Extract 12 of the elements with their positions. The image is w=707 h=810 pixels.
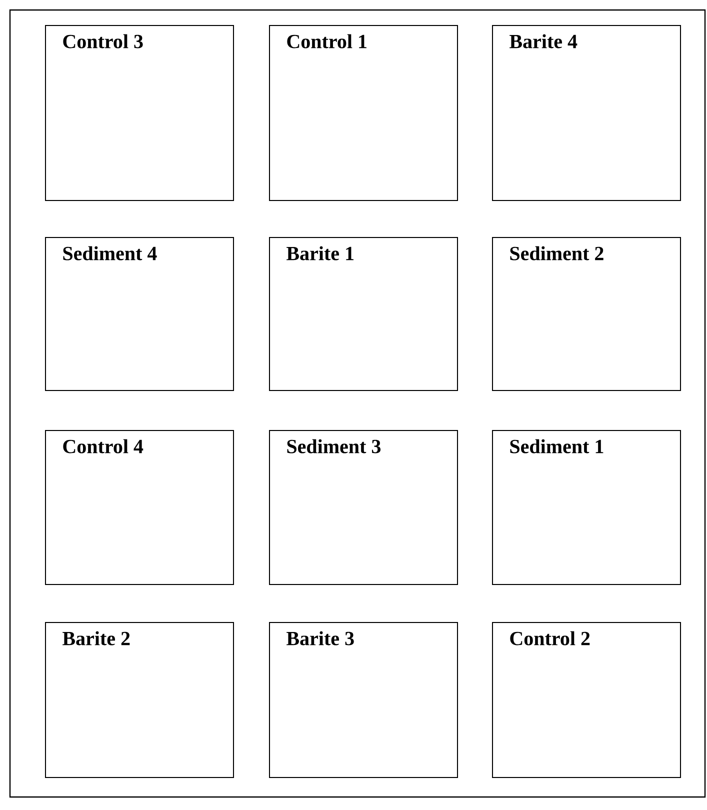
sample-box: Sediment 3: [269, 430, 458, 585]
sample-box: Barite 1: [269, 237, 458, 391]
sample-box: Sediment 4: [45, 237, 234, 391]
sample-box: Control 4: [45, 430, 234, 585]
sample-box: Barite 3: [269, 622, 458, 778]
sample-box: Sediment 1: [492, 430, 681, 585]
sample-box: Barite 2: [45, 622, 234, 778]
sample-box: Control 1: [269, 25, 458, 201]
sample-box: Control 3: [45, 25, 234, 201]
sample-box: Sediment 2: [492, 237, 681, 391]
sample-box: Control 2: [492, 622, 681, 778]
sample-box: Barite 4: [492, 25, 681, 201]
